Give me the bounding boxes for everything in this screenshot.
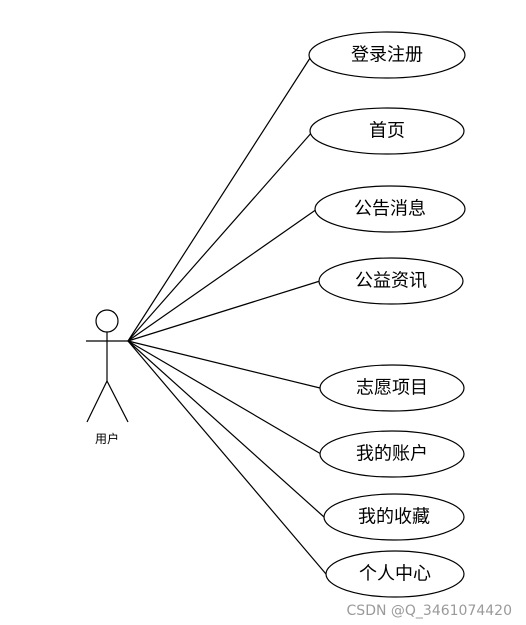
use-case-ellipse bbox=[319, 430, 465, 478]
csdn-watermark: CSDN @Q_3461074420 bbox=[346, 603, 512, 619]
association-line-home bbox=[127, 130, 314, 342]
use-case-volunteer: 志愿项目 bbox=[319, 364, 465, 412]
use-case-ellipse bbox=[314, 185, 466, 233]
use-case-label: 志愿项目 bbox=[356, 378, 428, 399]
use-case-favorites: 我的收藏 bbox=[323, 493, 465, 541]
association-line-personal bbox=[127, 340, 327, 575]
association-line-volunteer bbox=[127, 340, 321, 389]
use-case-notice: 公告消息 bbox=[314, 185, 466, 233]
use-case-ellipse bbox=[319, 364, 465, 412]
actor-head bbox=[95, 309, 119, 333]
use-case-label: 首页 bbox=[369, 121, 405, 142]
use-case-account: 我的账户 bbox=[319, 430, 465, 478]
use-case-news: 公益资讯 bbox=[318, 257, 464, 305]
actor-right-leg bbox=[106, 380, 129, 423]
use-case-home: 首页 bbox=[309, 107, 465, 155]
use-case-ellipse bbox=[308, 31, 466, 79]
use-case-ellipse bbox=[323, 493, 465, 541]
use-case-label: 公益资讯 bbox=[355, 271, 427, 292]
use-case-ellipse bbox=[318, 257, 464, 305]
use-case-personal-center: 个人中心 bbox=[325, 550, 465, 598]
association-line-notice bbox=[127, 208, 318, 342]
use-case-label: 公告消息 bbox=[354, 199, 426, 220]
use-cases: 登录注册 首页 公告消息 公益资讯 志愿项目 我的账户 我的收藏 个人中心 bbox=[308, 31, 466, 598]
association-line-login bbox=[127, 54, 313, 342]
use-case-label: 我的收藏 bbox=[358, 507, 430, 528]
actor-left-leg bbox=[86, 380, 108, 423]
association-line-favorites bbox=[127, 340, 325, 518]
association-line-account bbox=[127, 340, 322, 455]
actor-label: 用户 bbox=[95, 431, 119, 446]
actor-user bbox=[86, 309, 129, 423]
association-lines bbox=[127, 54, 327, 575]
use-case-login: 登录注册 bbox=[308, 31, 466, 79]
use-case-ellipse bbox=[325, 550, 465, 598]
use-case-label: 登录注册 bbox=[351, 45, 423, 66]
association-line-news bbox=[127, 280, 321, 342]
use-case-label: 我的账户 bbox=[356, 444, 428, 465]
use-case-label: 个人中心 bbox=[359, 564, 431, 585]
use-case-ellipse bbox=[309, 107, 465, 155]
